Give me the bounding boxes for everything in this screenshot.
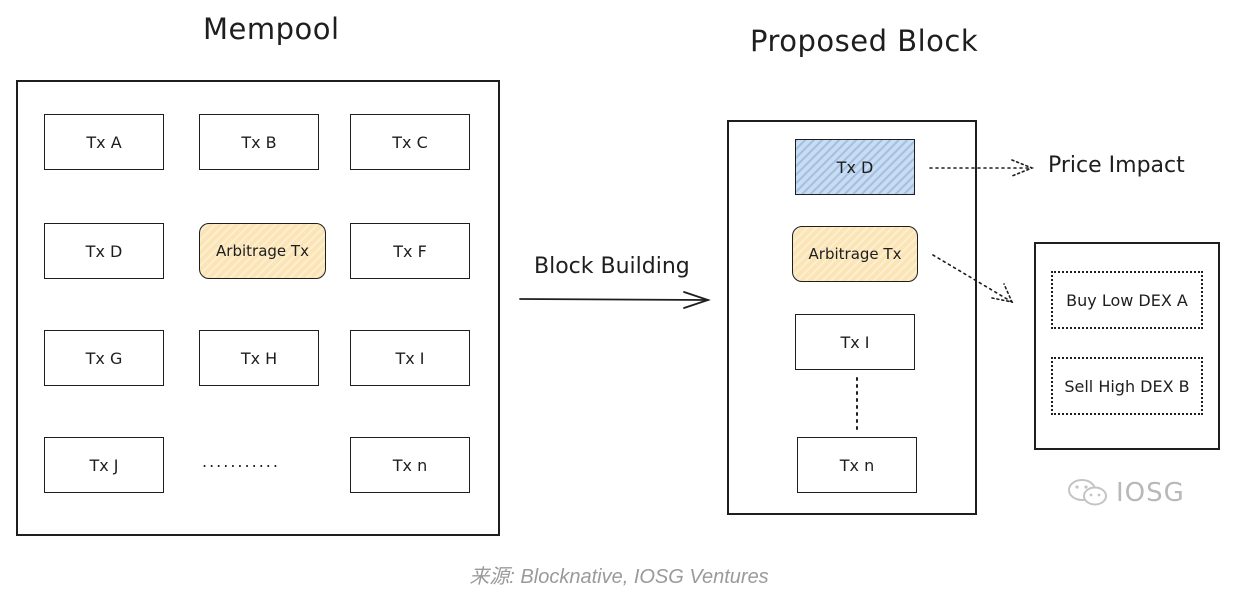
mempool-tx-b: Tx B bbox=[199, 114, 319, 170]
source-caption: 来源: Blocknative, IOSG Ventures bbox=[469, 566, 769, 588]
arbitrage-detail-frame bbox=[1034, 242, 1220, 450]
mempool-tx-a: Tx A bbox=[44, 114, 164, 170]
price-impact-arrow bbox=[929, 159, 1035, 177]
buy-low-dex-a: Buy Low DEX A bbox=[1051, 271, 1203, 329]
mempool-tx-n: Tx n bbox=[350, 437, 470, 493]
arbitrage-detail-arrow bbox=[932, 254, 1014, 304]
proposed-block-title: Proposed Block bbox=[750, 24, 979, 58]
mempool-tx-f: Tx F bbox=[350, 223, 470, 279]
watermark-text: IOSG bbox=[1116, 478, 1185, 508]
watermark: IOSG bbox=[1066, 476, 1185, 510]
mempool-tx-g: Tx G bbox=[44, 330, 164, 386]
sell-high-dex-b: Sell High DEX B bbox=[1051, 357, 1203, 415]
mempool-tx-j: Tx J bbox=[44, 437, 164, 493]
block-tx-n: Tx n bbox=[797, 437, 917, 493]
block-building-arrow bbox=[519, 291, 711, 309]
mempool-tx-d: Tx D bbox=[44, 223, 164, 279]
block-arbitrage-tx: Arbitrage Tx bbox=[792, 226, 918, 282]
block-tx-d: Tx D bbox=[795, 139, 915, 195]
mempool-tx-h: Tx H bbox=[199, 330, 319, 386]
mempool-tx-c: Tx C bbox=[350, 114, 470, 170]
price-impact-label: Price Impact bbox=[1048, 153, 1185, 178]
block-building-label: Block Building bbox=[534, 254, 690, 279]
mempool-arbitrage-tx: Arbitrage Tx bbox=[199, 223, 326, 279]
mempool-tx-i: Tx I bbox=[350, 330, 470, 386]
wechat-icon bbox=[1068, 479, 1107, 506]
mempool-title: Mempool bbox=[203, 12, 340, 46]
mempool-ellipsis: ........... bbox=[202, 452, 280, 471]
block-tx-i: Tx I bbox=[795, 314, 915, 370]
